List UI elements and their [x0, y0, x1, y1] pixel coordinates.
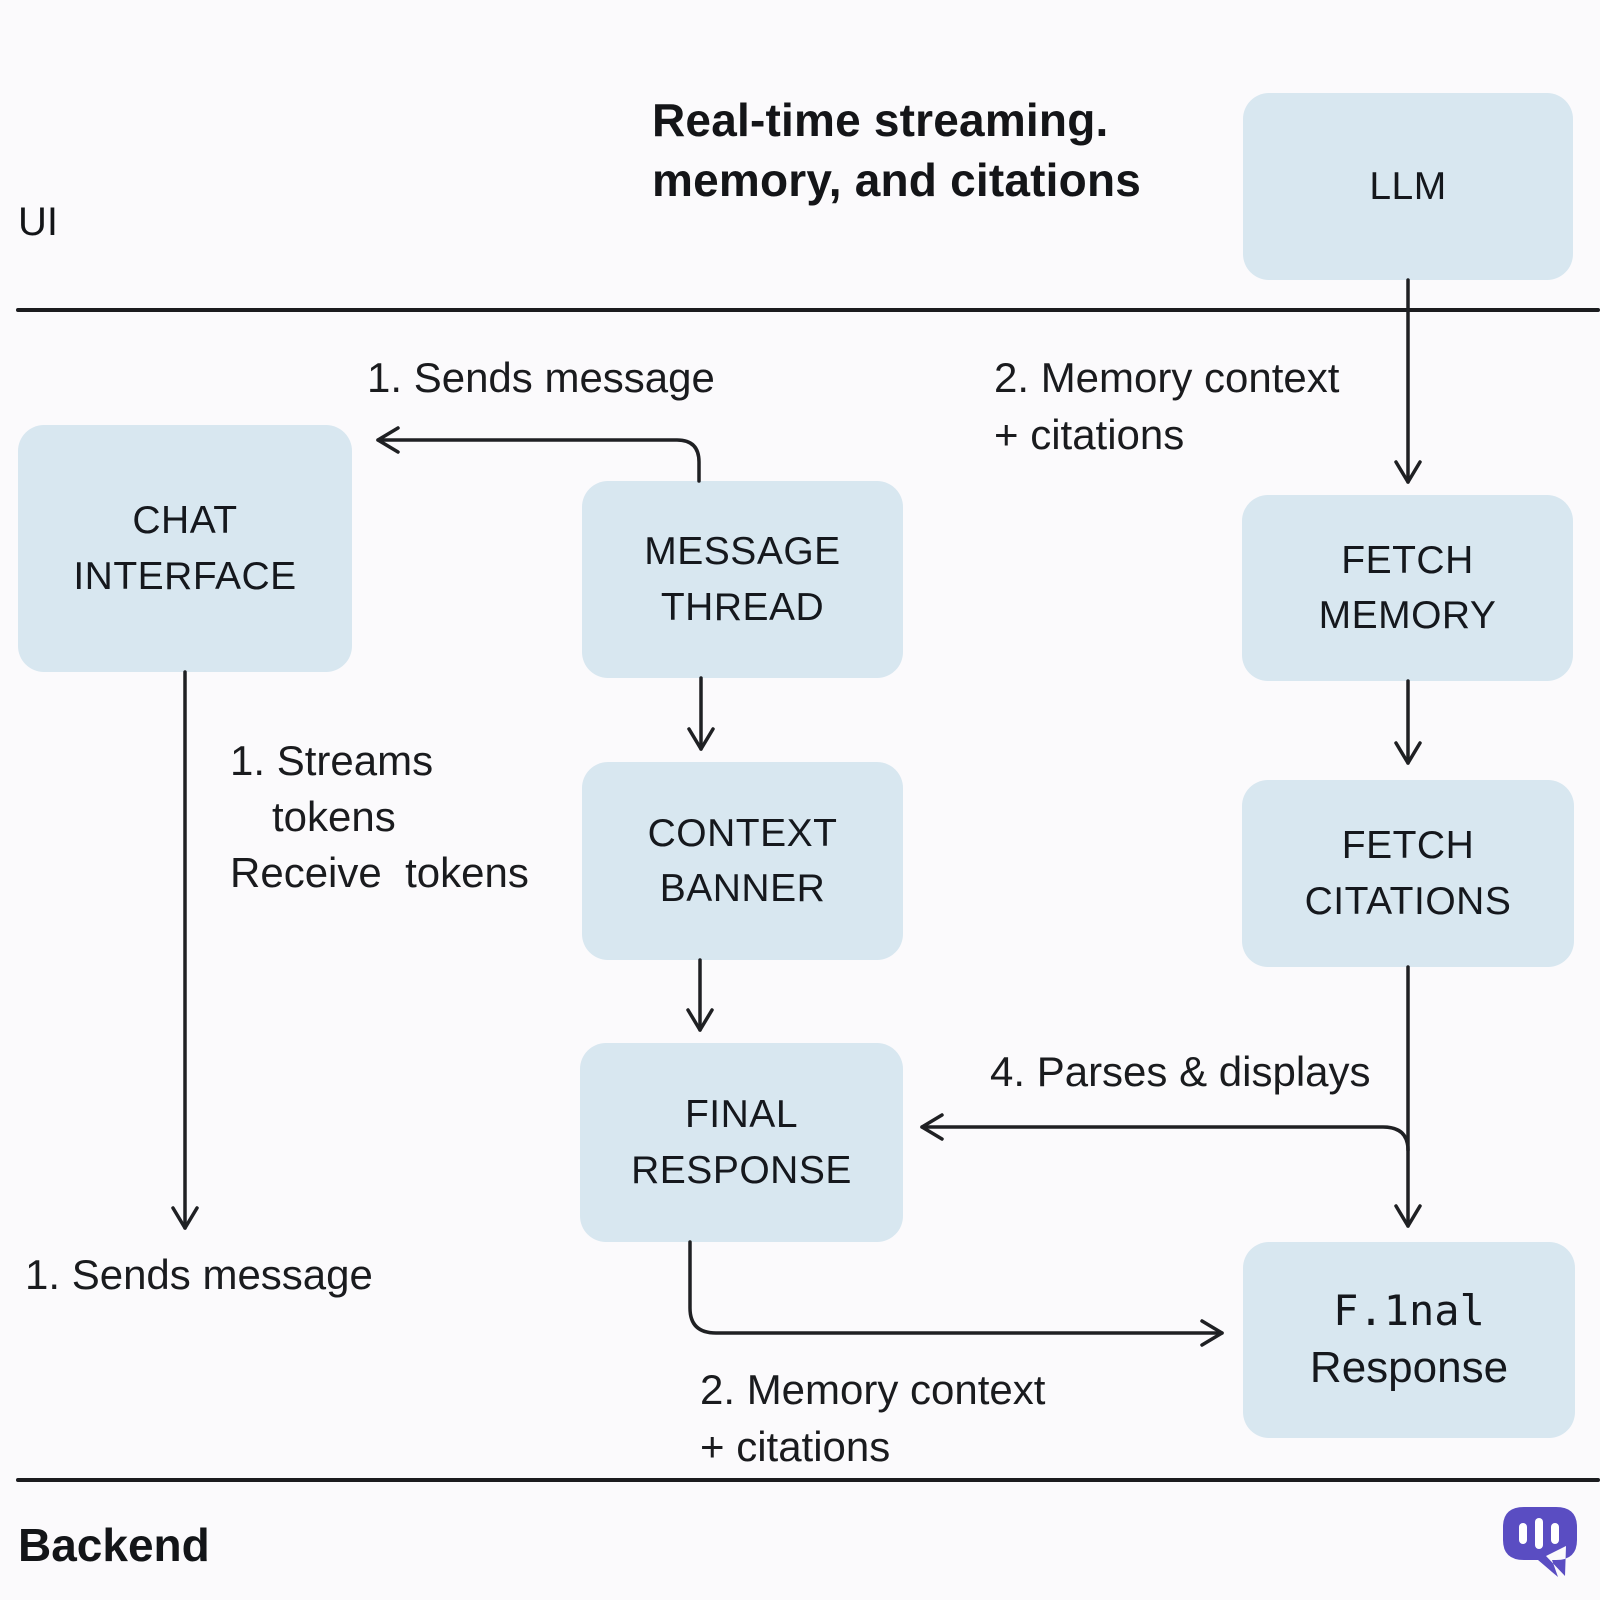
edge-label-memory-context-bottom-line2: + citations [700, 1423, 891, 1470]
node-llm: LLM [1243, 93, 1573, 280]
node-context-banner-line2: BANNER [659, 867, 826, 910]
node-chat-interface-line2: INTERFACE [73, 554, 297, 598]
edge-label-sends-message-bottom-text: 1. Sends message [25, 1251, 373, 1298]
node-chat-interface: CHAT INTERFACE [18, 425, 352, 672]
lane-label-ui: UI [18, 200, 58, 244]
node-fetch-citations: FETCH CITATIONS [1242, 780, 1574, 967]
node-final-response-backend: F.1nal Response [1243, 1242, 1575, 1438]
typing-bar-middle [1535, 1518, 1543, 1549]
edge-label-parses-displays-text: 4. Parses & displays [990, 1048, 1371, 1095]
node-llm-label: LLM [1369, 164, 1447, 208]
diagram-title-line1: Real-time streaming. [652, 94, 1109, 146]
edge-label-memory-context-top: 2. Memory context + citations [994, 349, 1339, 463]
diagram-title: Real-time streaming. memory, and citatio… [652, 90, 1141, 210]
edge-label-memory-context-bottom: 2. Memory context + citations [700, 1361, 1045, 1475]
node-fetch-citations-line1: FETCH [1341, 824, 1475, 868]
node-context-banner: CONTEXT BANNER [582, 762, 903, 960]
node-fetch-memory: FETCH MEMORY [1242, 495, 1573, 681]
edge-label-memory-context-top-line2: + citations [994, 411, 1185, 458]
arrow-final-response-to-backend-final-response [688, 1240, 1224, 1347]
node-final-response-line2: RESPONSE [631, 1148, 852, 1192]
typing-bar-left [1519, 1523, 1527, 1544]
node-final-response-line1: FINAL [684, 1093, 799, 1137]
edge-label-sends-message-top: 1. Sends message [367, 349, 715, 406]
chat-bubble-icon [1502, 1506, 1578, 1578]
edge-label-streams-tokens-line3: Receive tokens [230, 849, 529, 896]
edge-label-sends-message-top-text: 1. Sends message [367, 354, 715, 401]
edge-label-memory-context-bottom-line1: 2. Memory context [700, 1366, 1046, 1413]
node-message-thread-line2: THREAD [660, 585, 825, 629]
edge-label-parses-displays: 4. Parses & displays [990, 1043, 1371, 1100]
lane-label-backend: Backend [18, 1519, 210, 1571]
edge-label-memory-context-top-line1: 2. Memory context [994, 354, 1340, 401]
node-final-response-backend-line2: Response [1309, 1342, 1509, 1392]
node-fetch-memory-line1: FETCH [1341, 538, 1474, 582]
diagram-title-line2: memory, and citations [652, 154, 1142, 206]
edge-label-streams-tokens-line1: 1. Streams [230, 737, 434, 784]
arrow-parses-displays-branch [920, 1113, 1410, 1152]
edge-label-sends-message-bottom: 1. Sends message [25, 1246, 373, 1303]
node-message-thread-line1: MESSAGE [644, 530, 841, 574]
edge-label-streams-tokens: 1. Streams tokens Receive tokens [230, 733, 529, 901]
node-final-response-backend-line1: F.1nal [1333, 1286, 1485, 1336]
node-chat-interface-line1: CHAT [132, 499, 238, 543]
node-message-thread: MESSAGE THREAD [582, 481, 903, 678]
node-final-response: FINAL RESPONSE [580, 1043, 903, 1242]
arrow-message-thread-to-chat-interface [376, 426, 701, 483]
lane-divider-backend [16, 1478, 1600, 1482]
lane-divider-ui [16, 308, 1600, 312]
typing-bar-right [1551, 1523, 1559, 1544]
node-fetch-memory-line2: MEMORY [1318, 594, 1497, 637]
edge-label-streams-tokens-line2: tokens [272, 793, 396, 840]
node-fetch-citations-line2: CITATIONS [1304, 879, 1512, 923]
node-context-banner-line1: CONTEXT [647, 811, 838, 855]
